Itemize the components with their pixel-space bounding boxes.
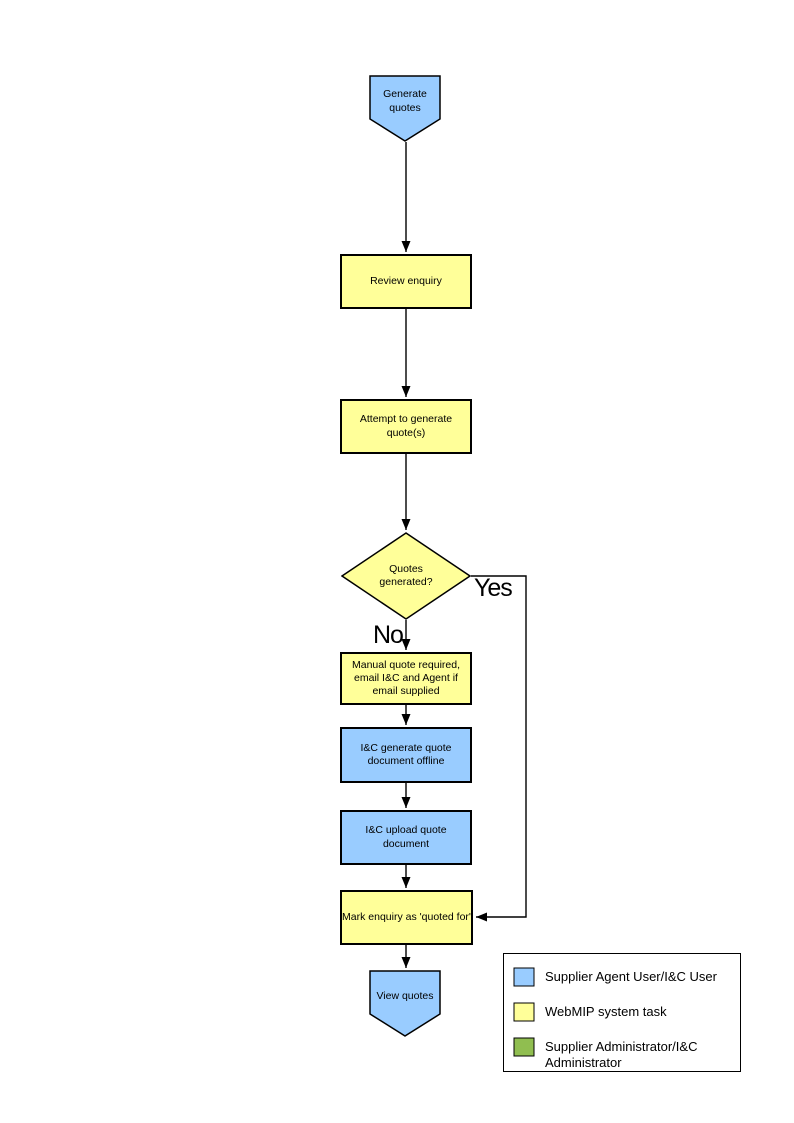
flow-node-label: Review enquiry <box>370 274 442 287</box>
diamond-shape <box>341 532 471 620</box>
flow-node-manual-quote: Manual quote required, email I&C and Age… <box>340 652 472 705</box>
edge-label-yes: Yes <box>474 574 513 602</box>
arrow-decision-yes-to-mark <box>471 575 527 922</box>
flow-node-mark-enquiry: Mark enquiry as 'quoted for' <box>340 890 473 945</box>
flow-node-label: Manual quote required, email I&C and Age… <box>352 658 460 698</box>
legend: Supplier Agent User/I&C User WebMIP syst… <box>503 953 741 1072</box>
legend-item-supplier-agent-user: Supplier Agent User/I&C User <box>513 967 717 987</box>
legend-label-line: WebMIP system task <box>545 1004 667 1019</box>
legend-swatch-administrator <box>513 1037 535 1057</box>
edge-label-no: No <box>373 621 404 649</box>
flow-node-label: Mark enquiry as 'quoted for' <box>342 910 471 923</box>
flow-node-quotes-generated-decision: Quotes generated? <box>341 532 471 620</box>
legend-swatch-user-task <box>513 967 535 987</box>
flow-node-view-quotes: View quotes <box>369 970 441 1037</box>
flow-node-ic-generate: I&C generate quote document offline <box>340 727 472 783</box>
flow-node-review-enquiry: Review enquiry <box>340 254 472 309</box>
legend-label: Supplier Agent User/I&C User <box>545 967 717 985</box>
flow-node-label: Quotes generated? <box>379 562 433 588</box>
legend-item-webmip-system-task: WebMIP system task <box>513 1002 667 1022</box>
legend-swatch-system-task <box>513 1002 535 1022</box>
legend-label: WebMIP system task <box>545 1002 667 1020</box>
legend-label-line: Supplier Administrator/I&C <box>545 1039 698 1054</box>
flow-node-ic-upload: I&C upload quote document <box>340 810 472 865</box>
legend-label: Supplier Administrator/I&C Administrator <box>545 1037 697 1072</box>
flow-node-generate-quotes: Generate quotes <box>369 75 441 142</box>
flow-node-label: Generate quotes <box>383 88 427 114</box>
flow-node-label: I&C upload quote document <box>365 824 447 850</box>
flow-node-label: I&C generate quote document offline <box>360 741 452 767</box>
legend-label-line: Supplier Agent User/I&C User <box>545 969 717 984</box>
flow-node-label: View quotes <box>376 989 434 1002</box>
legend-item-supplier-administrator: Supplier Administrator/I&C Administrator <box>513 1037 697 1072</box>
pentagon-shape <box>369 75 441 142</box>
flow-node-attempt-generate: Attempt to generate quote(s) <box>340 399 472 454</box>
flow-node-label: Attempt to generate quote(s) <box>359 413 453 439</box>
pentagon-shape <box>369 970 441 1037</box>
legend-label-line: Administrator <box>545 1055 622 1071</box>
